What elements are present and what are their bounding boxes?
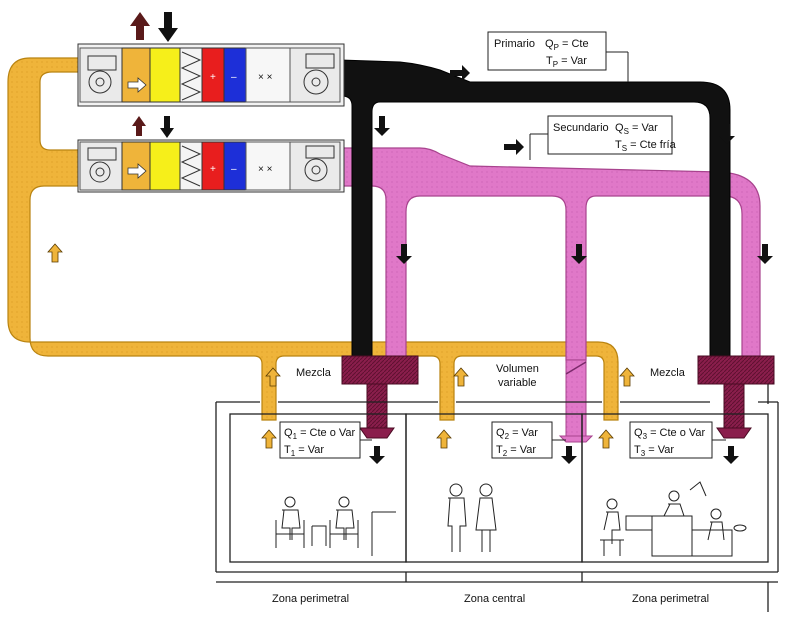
primary-name: Primario <box>494 38 535 50</box>
mix-label-center-2: variable <box>498 377 537 389</box>
zone-3-flow: Q3 = Cte o Var <box>634 427 706 441</box>
ahu1-cooling-sign: – <box>231 72 237 83</box>
vav-damper <box>565 361 587 375</box>
primary-air-duct <box>339 59 731 363</box>
zone-2-standing-people-illustration <box>447 483 497 552</box>
secondary-name: Secundario <box>553 122 609 134</box>
zone-2-flow: Q2 = Var <box>496 427 538 441</box>
building-outline <box>215 384 779 612</box>
zone-1-label-box <box>279 421 372 459</box>
zone-2-label-box <box>491 421 566 459</box>
mixing-box-right <box>697 355 775 439</box>
zone-3-temp: T3 = Var <box>634 444 674 458</box>
air-handling-unit-primary <box>77 43 345 107</box>
zone-1-seated-people-illustration <box>275 496 396 556</box>
ahu1-heating-sign: + <box>210 72 216 83</box>
primary-label-box <box>487 31 629 82</box>
air-handling-unit-secondary <box>77 139 345 193</box>
unit-flow-arrows <box>127 77 147 179</box>
zone-1-temp: T1 = Var <box>284 444 324 458</box>
ahu1-humidifier-symbol: × × <box>258 72 273 83</box>
zone-2-name: Zona central <box>464 593 525 605</box>
return-air-duct <box>7 57 619 421</box>
mix-label-left: Mezcla <box>296 367 332 379</box>
zone-1-flow: Q1 = Cte o Var <box>284 427 356 441</box>
flow-arrows <box>47 65 773 464</box>
ahu2-heating-sign: + <box>210 164 216 175</box>
mix-label-right: Mezcla <box>650 367 686 379</box>
mix-label-center-1: Volumen <box>496 363 539 375</box>
ahu2-cooling-sign: – <box>231 164 237 175</box>
zone-3-office-people-illustration <box>600 481 747 557</box>
zone-2-temp: T2 = Var <box>496 444 536 458</box>
mixing-box-left <box>341 355 419 439</box>
exhaust-outdoor-arrows <box>130 12 178 138</box>
ahu2-humidifier-symbol: × × <box>258 164 273 175</box>
zone-3-label-box <box>629 421 726 459</box>
zone-3-name: Zona perimetral <box>632 593 709 605</box>
secondary-flow: QS = Var <box>615 122 658 136</box>
secondary-label-box <box>529 115 673 160</box>
zone-1-name: Zona perimetral <box>272 593 349 605</box>
primary-flow: QP = Cte <box>545 38 589 52</box>
secondary-air-duct <box>339 147 761 443</box>
primary-temp: TP = Var <box>546 55 587 69</box>
secondary-temp: TS = Cte fría <box>615 139 677 153</box>
